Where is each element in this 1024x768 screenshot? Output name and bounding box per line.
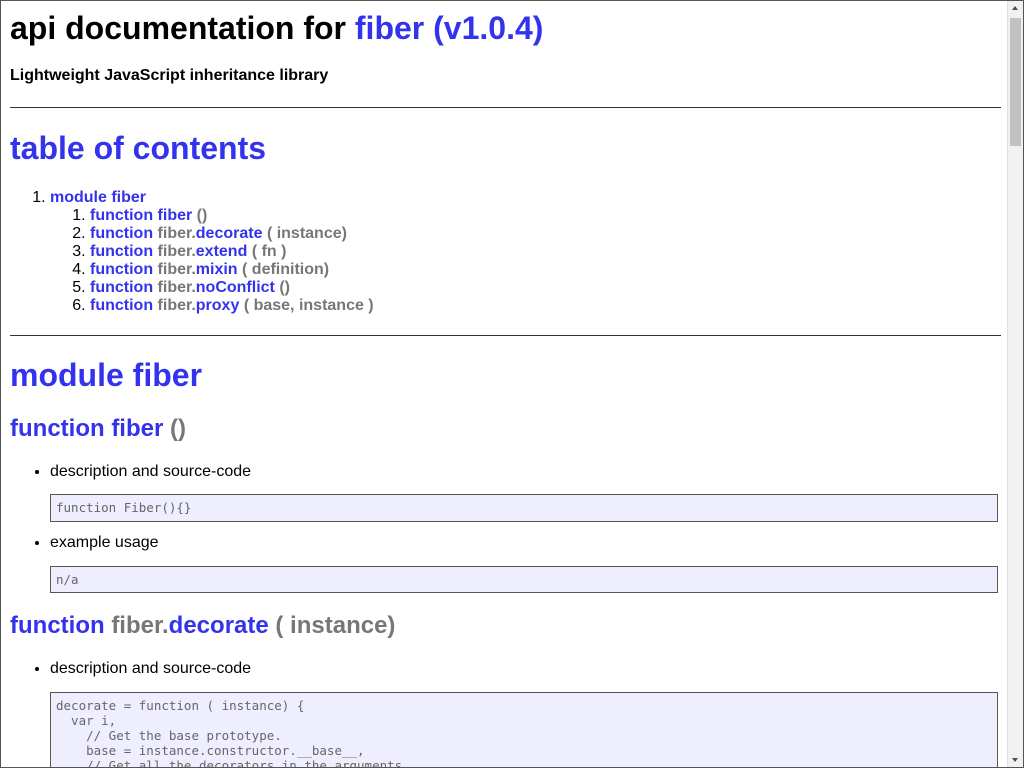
function-details: description and source-code xyxy=(10,463,251,481)
function-heading-fiber[interactable]: function fiber () xyxy=(10,415,186,442)
list-item: description and source-code xyxy=(50,463,251,481)
list-item: description and source-code xyxy=(50,660,251,678)
title-prefix: api documentation for xyxy=(10,10,346,46)
toc-heading: table of contents xyxy=(10,130,267,166)
function-details: description and source-code xyxy=(10,660,251,678)
package-description: Lightweight JavaScript inheritance libra… xyxy=(10,67,329,84)
page-title: api documentation for fiber (v1.0.4) xyxy=(10,10,543,46)
function-heading-decorate[interactable]: function fiber.decorate ( instance) xyxy=(10,612,396,639)
source-code-block: function Fiber(){} xyxy=(50,494,998,522)
example-code-block: n/a xyxy=(50,566,998,593)
toc-sublist: function fiber () function fiber.decorat… xyxy=(50,207,374,315)
vertical-scrollbar[interactable] xyxy=(1007,1,1023,767)
version-label: (v1.0.4) xyxy=(433,10,544,46)
divider xyxy=(10,335,1001,336)
toc-link-extend[interactable]: function fiber.extend ( fn ) xyxy=(90,243,287,260)
toc-item: function fiber.noConflict () xyxy=(90,279,374,297)
list-item: example usage xyxy=(50,534,159,552)
toc-list: module fiber function fiber () function … xyxy=(10,189,374,315)
scrollbar-thumb[interactable] xyxy=(1010,18,1021,146)
divider xyxy=(10,107,1001,108)
toc-item: function fiber.mixin ( definition) xyxy=(90,261,374,279)
toc-link-decorate[interactable]: function fiber.decorate ( instance) xyxy=(90,225,347,242)
package-link[interactable]: fiber xyxy=(354,10,425,46)
toc-link-module-fiber[interactable]: module fiber xyxy=(50,189,147,206)
toc-link-mixin[interactable]: function fiber.mixin ( definition) xyxy=(90,261,330,278)
toc-link-proxy[interactable]: function fiber.proxy ( base, instance ) xyxy=(90,297,374,314)
source-code-block: decorate = function ( instance) { var i,… xyxy=(50,692,998,767)
toc-module-item: module fiber function fiber () function … xyxy=(50,189,374,315)
toc-item: function fiber.extend ( fn ) xyxy=(90,243,374,261)
toc-link-noconflict[interactable]: function fiber.noConflict () xyxy=(90,279,290,296)
toc-link-fiber[interactable]: function fiber () xyxy=(90,207,208,224)
toc-item: function fiber () xyxy=(90,207,374,225)
module-heading[interactable]: module fiber xyxy=(10,357,203,393)
scroll-up-arrow-icon[interactable] xyxy=(1008,1,1023,16)
toc-item: function fiber.proxy ( base, instance ) xyxy=(90,297,374,315)
function-details: example usage xyxy=(10,534,159,552)
toc-item: function fiber.decorate ( instance) xyxy=(90,225,374,243)
scroll-down-arrow-icon[interactable] xyxy=(1008,752,1023,767)
